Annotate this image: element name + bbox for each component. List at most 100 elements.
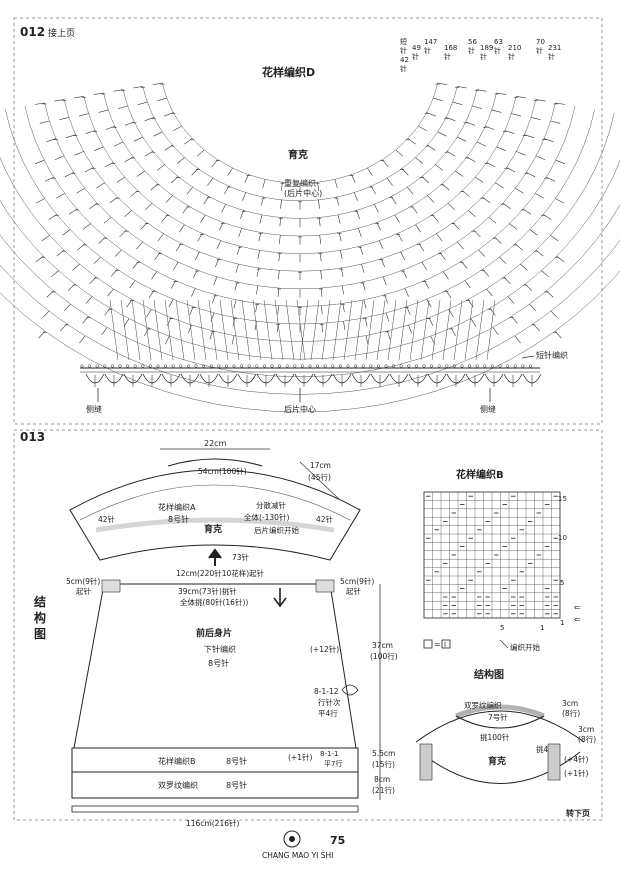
band2-height: 8cm xyxy=(374,775,390,784)
fan-stitch-mark xyxy=(224,185,230,195)
fan-stitch-mark xyxy=(145,203,153,211)
back-center-label: 后片中心 xyxy=(284,404,316,414)
body-needle: 8号针 xyxy=(208,658,229,668)
fan-stitch-mark xyxy=(34,159,45,165)
edge-chain-dot xyxy=(300,364,304,368)
edge-chain-dot xyxy=(103,364,107,368)
edge-chain-dot xyxy=(468,364,472,368)
fan-stitch-mark xyxy=(212,294,216,304)
row-number-10: 10 xyxy=(558,534,567,542)
fan-stitch-mark xyxy=(457,241,464,250)
yoke-label-012: 育克 xyxy=(288,148,308,161)
side-note-3: 平4行 xyxy=(318,708,338,718)
small-rib-count: 挑100针 xyxy=(480,732,510,742)
small-top-w: 3cm xyxy=(562,699,578,708)
fan-stitch-mark xyxy=(129,280,136,289)
edge-chain-dot xyxy=(293,364,297,368)
center-note-2: (后片中心) xyxy=(284,188,322,198)
fan-stem-line xyxy=(263,299,273,361)
fan-stitch-mark xyxy=(485,126,495,130)
fan-stitch-mark xyxy=(320,287,323,297)
fan-stitch-mark xyxy=(358,228,362,237)
underarm-right-note: 起针 xyxy=(346,586,361,596)
fan-stitch-mark xyxy=(41,235,50,242)
edge-chain-dot xyxy=(331,364,335,368)
small-rib-needle: 7号针 xyxy=(488,712,508,722)
fan-stitch-mark xyxy=(443,271,449,280)
fan-stem-line xyxy=(442,299,452,361)
fan-stem-line xyxy=(120,299,130,361)
small-right-rows: (8行) xyxy=(578,734,596,744)
fan-stitch-mark xyxy=(535,193,544,199)
fan-stitch-mark xyxy=(213,276,218,286)
edge-chain-dot xyxy=(308,364,312,368)
fan-stitch-mark xyxy=(197,233,203,242)
fan-stitch-mark xyxy=(235,264,239,273)
fan-stitch-mark xyxy=(516,151,526,156)
fan-stitch-mark xyxy=(93,92,104,95)
fan-stitch-mark xyxy=(465,121,476,126)
edge-chain-dot xyxy=(445,364,449,368)
fan-stem-line xyxy=(230,299,240,361)
edge-chain-dot xyxy=(354,364,358,368)
fan-stitch-mark xyxy=(78,113,89,117)
fan-stitch-mark xyxy=(334,179,338,188)
fan-stitch-mark xyxy=(359,246,364,255)
edge-chain-dot xyxy=(118,364,122,368)
edge-chain-dot xyxy=(452,364,456,368)
height-rows: (100行) xyxy=(370,651,398,661)
stitch-count-text: 56 xyxy=(468,38,477,46)
fan-stitch-mark xyxy=(415,224,422,233)
fan-stitch-mark xyxy=(404,288,409,297)
continue-next: 转下页 xyxy=(566,808,590,818)
fan-stitch-mark xyxy=(114,249,122,257)
fan-stem-line xyxy=(332,299,342,361)
fan-stitch-mark xyxy=(101,327,108,336)
fan-stitch-mark xyxy=(240,210,244,219)
fan-stitch-mark xyxy=(530,117,541,120)
brand-name: CHANG MAO YI SHI xyxy=(262,851,333,860)
fan-stitch-mark xyxy=(475,176,484,183)
stitch-count-text: 针 xyxy=(400,64,407,73)
fan-stitch-mark xyxy=(259,214,263,224)
fan-stitch-mark xyxy=(82,223,91,230)
fan-stitch-mark xyxy=(124,121,135,126)
fan-stitch-mark xyxy=(113,89,124,92)
fan-stitch-mark xyxy=(63,303,71,312)
pattern-b-title: 花样编织B xyxy=(456,468,504,481)
fan-stitch-mark xyxy=(256,285,259,295)
left-count: 42针 xyxy=(98,514,116,524)
fan-stitch-mark xyxy=(507,296,515,304)
fan-stitch-mark xyxy=(321,323,323,333)
fan-stitch-mark xyxy=(187,324,192,334)
section-013: 013 结 构 图 22cm 54cm(100针) 17cm (45行) 花样编… xyxy=(13,429,603,828)
fan-stitch-mark xyxy=(76,188,85,194)
fan-stitch-mark xyxy=(278,270,280,280)
side-note-2: 行针次 xyxy=(318,697,341,707)
fan-stitch-mark xyxy=(279,217,282,227)
fan-stitch-mark xyxy=(146,309,152,318)
fan-stitch-mark xyxy=(337,214,341,224)
fan-stitch-mark xyxy=(516,96,526,99)
fan-stem-line xyxy=(453,299,463,361)
edge-band xyxy=(80,364,542,387)
fan-stitch-mark xyxy=(353,192,358,201)
section-012-label: 012 xyxy=(20,25,45,39)
section-012: 012 接上页 花样编织D 育克 重复编织 (后片中心) 短针42针49针147… xyxy=(0,17,620,425)
fan-stitch-mark xyxy=(394,214,400,223)
fan-stitch-mark xyxy=(379,240,384,249)
edge-chain-dot xyxy=(255,364,259,368)
fan-stem-line xyxy=(343,299,353,361)
col-number-1: 1 xyxy=(540,624,544,632)
fan-stem-line xyxy=(186,299,196,361)
fan-row-line xyxy=(0,160,620,360)
edge-chain-dot xyxy=(369,364,373,368)
side-seam-right: 侧缝 xyxy=(480,404,496,414)
yoke-band xyxy=(95,517,335,533)
fan-stitch-mark xyxy=(192,269,198,279)
start-note: 编织开始 xyxy=(510,642,540,652)
structure-title-2: 构 xyxy=(34,610,46,625)
fan-stitch-mark xyxy=(191,288,196,297)
fan-stitch-mark xyxy=(526,172,536,178)
